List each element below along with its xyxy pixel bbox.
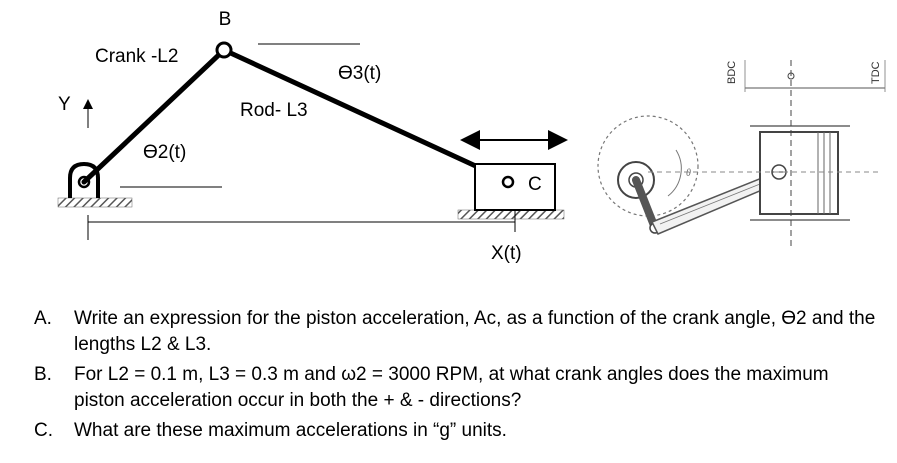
ground-left: [57, 197, 133, 208]
rotation-arrow-arc: [667, 149, 682, 197]
slider-block: [474, 163, 556, 211]
label-rod: Rod- L3: [240, 100, 308, 121]
engine-illustration: θ BDC TDC: [597, 60, 886, 250]
label-theta2: ϴ2(t): [143, 142, 186, 163]
joint-b: [215, 41, 233, 59]
question-letter: A.: [34, 308, 52, 329]
label-crank: Crank -L2: [95, 46, 178, 67]
question-letter: C.: [34, 420, 53, 441]
crank-arm: [632, 176, 659, 232]
question-text: What are these maximum accelerations in …: [74, 420, 507, 441]
label-theta3: ϴ3(t): [338, 63, 381, 84]
question-item-c: C. What are these maximum accelerations …: [34, 418, 884, 444]
engine-connecting-rod: [650, 173, 777, 235]
label-y-axis: Y: [58, 94, 71, 115]
label-bdc: BDC: [726, 61, 738, 84]
joint-c: [501, 175, 515, 189]
ground-slider: [457, 209, 565, 220]
question-text: For L2 = 0.1 m, L3 = 0.3 m and ω2 = 3000…: [74, 364, 829, 411]
question-letter: B.: [34, 364, 52, 385]
label-tdc: TDC: [870, 61, 882, 84]
label-theta-small: θ: [686, 168, 691, 179]
label-point-b: B: [219, 9, 232, 30]
question-text: Write an expression for the piston accel…: [74, 308, 876, 355]
crank-link: [81, 47, 227, 185]
connecting-rod: [221, 47, 509, 183]
question-item-a: A. Write an expression for the piston ac…: [34, 306, 884, 358]
label-point-c: C: [528, 174, 542, 195]
mechanism-diagram: B Crank -L2 ϴ3(t) Rod- L3 Y ϴ2(t) C X(t)…: [57, 9, 886, 264]
stroke-marker: [787, 72, 795, 80]
label-x-of-t: X(t): [491, 243, 522, 264]
question-item-b: B. For L2 = 0.1 m, L3 = 0.3 m and ω2 = 3…: [34, 362, 884, 414]
question-list: A. Write an expression for the piston ac…: [34, 306, 884, 448]
